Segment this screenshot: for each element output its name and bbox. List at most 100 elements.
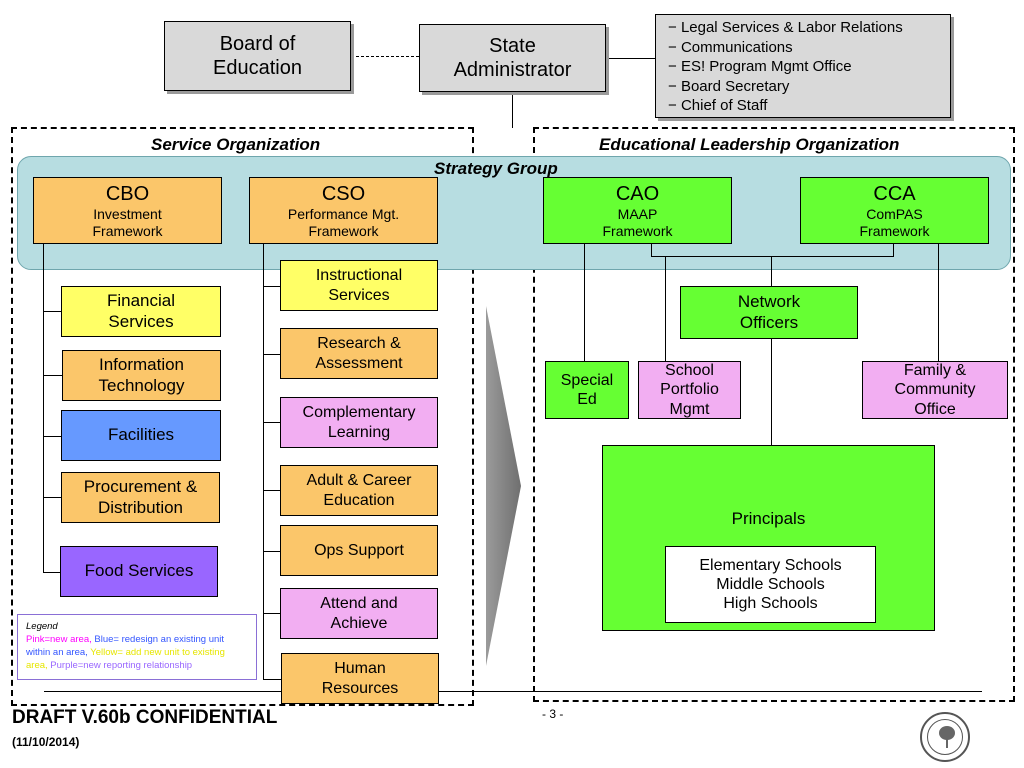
strategy-group-heading: Strategy Group: [434, 159, 558, 178]
footer-title: DRAFT V.60b CONFIDENTIAL: [12, 707, 278, 728]
staff-item-board-secretary: Board Secretary: [668, 77, 950, 97]
procurement-label-2: Distribution: [97, 497, 184, 517]
staff-item-communications: Communications: [668, 38, 950, 58]
portfolio-line: [665, 256, 666, 361]
cao-cca-joint-bar: [651, 256, 894, 257]
staff-item-chief-of-staff: Chief of Staff: [668, 96, 950, 116]
cca-family-line: [938, 244, 939, 361]
state-admin-down-line: [512, 92, 513, 128]
special-ed-label-1: Special: [560, 371, 614, 389]
cbo-trunk-line: [43, 244, 44, 572]
network-officers-label-2: Officers: [739, 312, 799, 332]
instructional-services-box: Instructional Services: [280, 260, 438, 311]
network-officers-label-1: Network: [737, 292, 801, 312]
school-portfolio-box: School Portfolio Mgmt: [638, 361, 741, 419]
principals-label: Principals: [731, 509, 806, 528]
legend-box: Legend Pink=new area, Blue= redesign an …: [17, 614, 257, 680]
adult-career-education-box: Adult & Career Education: [280, 465, 438, 516]
school-portfolio-label-1: School: [665, 362, 714, 380]
principals-box: Principals: [602, 445, 935, 631]
edu-leadership-org-heading: Educational Leadership Organization: [599, 135, 900, 154]
elementary-schools-label: Elementary Schools: [699, 556, 842, 574]
financial-services-label-2: Services: [108, 311, 174, 331]
board-of-education-box: Board of Education: [164, 21, 351, 91]
legend-text: Pink=new area, Blue= redesign an existin…: [26, 633, 248, 672]
cbo-branch-procurement: [43, 497, 62, 498]
complementary-learning-label-1: Complementary: [302, 404, 416, 422]
cao-cca-joint-right: [893, 244, 894, 257]
district-seal: [920, 712, 970, 762]
state-administrator-label: State Administrator: [453, 35, 572, 81]
financial-services-label-1: Financial: [106, 291, 176, 311]
cbo-branch-it: [43, 375, 63, 376]
cso-branch-attend: [263, 613, 280, 614]
cso-branch-ops: [263, 551, 280, 552]
special-ed-box: Special Ed: [545, 361, 629, 419]
cao-subtitle-2: Framework: [602, 222, 673, 239]
complementary-learning-box: Complementary Learning: [280, 397, 438, 448]
information-technology-box: Information Technology: [62, 350, 221, 401]
adult-career-label-1: Adult & Career: [306, 472, 412, 490]
research-assessment-label-2: Assessment: [315, 354, 403, 372]
family-community-label-2: Community: [894, 381, 976, 399]
ops-support-label: Ops Support: [314, 541, 404, 559]
instructional-services-label-2: Services: [328, 286, 390, 304]
middle-schools-label: Middle Schools: [716, 575, 825, 593]
food-services-label: Food Services: [84, 561, 194, 581]
food-services-box: Food Services: [60, 546, 218, 597]
research-assessment-box: Research & Assessment: [280, 328, 438, 379]
cca-subtitle-2: Framework: [859, 222, 930, 239]
page-number: - 3 -: [542, 707, 564, 721]
network-officers-box: Network Officers: [680, 286, 858, 339]
cso-subtitle-2: Framework: [308, 222, 379, 239]
facilities-box: Facilities: [61, 410, 221, 461]
information-technology-label-2: Technology: [98, 375, 185, 395]
cbo-subtitle-1: Investment: [93, 205, 162, 222]
legend-blue-text: Blue= redesign an existing unit within a…: [26, 634, 225, 658]
human-resources-box: Human Resources: [281, 653, 439, 704]
cbo-branch-food: [43, 572, 60, 573]
footer-date: (11/10/2014): [12, 735, 80, 749]
attend-achieve-box: Attend and Achieve: [280, 588, 438, 639]
service-org-heading: Service Organization: [151, 135, 321, 154]
cso-subtitle-1: Performance Mgt.: [287, 205, 400, 222]
human-resources-label-2: Resources: [321, 679, 399, 697]
cso-title: CSO: [321, 182, 366, 205]
staff-item-es-program: ES! Program Mgmt Office: [668, 57, 950, 77]
school-portfolio-label-3: Mgmt: [669, 400, 710, 418]
family-community-box: Family & Community Office: [862, 361, 1008, 419]
attend-achieve-label-2: Achieve: [330, 614, 388, 632]
cso-branch-complementary: [263, 422, 280, 423]
network-to-principals-line: [771, 339, 772, 445]
special-ed-label-2: Ed: [577, 391, 597, 408]
board-of-education-label: Board of Education: [213, 33, 302, 79]
bottom-rule: [44, 691, 982, 692]
family-community-label-3: Office: [914, 400, 956, 418]
cbo-subtitle-2: Framework: [92, 222, 163, 239]
ops-support-box: Ops Support: [280, 525, 438, 576]
service-org-frame: [11, 127, 474, 706]
cso-trunk-line: [263, 244, 264, 680]
cso-branch-research: [263, 354, 280, 355]
legend-title: Legend: [26, 621, 58, 632]
cca-title: CCA: [873, 182, 916, 205]
staff-item-legal: Legal Services & Labor Relations: [668, 18, 950, 38]
facilities-label: Facilities: [107, 425, 175, 445]
staff-offices-list: Legal Services & Labor Relations Communi…: [655, 14, 951, 118]
cbo-branch-facilities: [43, 436, 62, 437]
attend-achieve-label-1: Attend and: [320, 595, 398, 613]
joint-to-network-line: [771, 256, 772, 286]
financial-services-box: Financial Services: [61, 286, 221, 337]
board-admin-dashed-line: [351, 56, 419, 57]
seal-tree-icon: [939, 726, 955, 748]
schools-box: Elementary Schools Middle Schools High S…: [665, 546, 876, 623]
cso-branch-adult: [263, 490, 280, 491]
state-administrator-box: State Administrator: [419, 24, 606, 92]
cao-box: CAO MAAP Framework: [543, 177, 732, 244]
transition-arrow: [486, 306, 521, 666]
cso-branch-hr: [263, 679, 281, 680]
procurement-label-1: Procurement &: [83, 477, 198, 497]
cca-subtitle-1: ComPAS: [866, 205, 923, 222]
human-resources-label-1: Human: [334, 660, 386, 678]
cso-branch-instructional: [263, 286, 280, 287]
